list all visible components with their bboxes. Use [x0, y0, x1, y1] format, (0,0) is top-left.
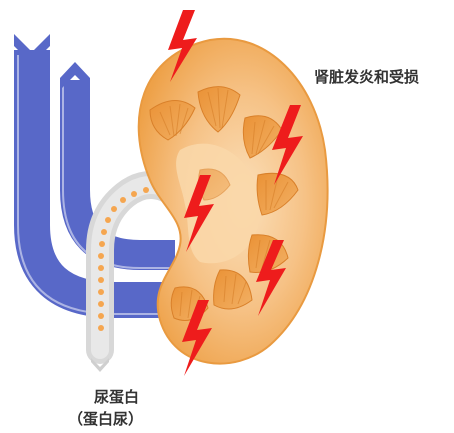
- proteinuria-title: 尿蛋白: [80, 386, 143, 408]
- kidney: [139, 39, 328, 364]
- proteinuria-subtitle: （蛋白尿）: [68, 408, 143, 430]
- kidney-damage-label: 肾脏发炎和受损: [314, 66, 419, 87]
- proteinuria-label: 尿蛋白 （蛋白尿）: [80, 386, 143, 430]
